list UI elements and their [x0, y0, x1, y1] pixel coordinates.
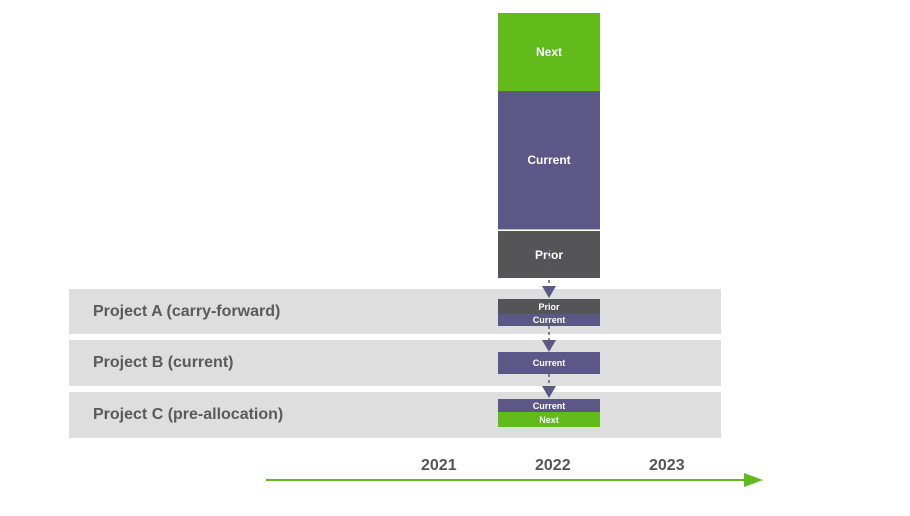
arrow-down-icon: [542, 386, 556, 398]
project-row-c: Project C (pre-allocation): [69, 392, 721, 438]
project-c-current-label: Current: [532, 400, 566, 411]
stack-current-label: Current: [527, 153, 571, 167]
project-a-prior-label: Prior: [538, 301, 560, 312]
project-a-current-label: Current: [532, 315, 566, 325]
year-2021: 2021: [421, 457, 457, 474]
project-b-current-block: Current: [498, 352, 600, 374]
stack-next-block: Next: [498, 13, 600, 91]
stack-next-label: Next: [535, 45, 562, 59]
project-a-current-block: Current: [498, 314, 600, 326]
project-c-label: Project C (pre-allocation): [93, 406, 284, 423]
project-b-label: Project B (current): [93, 354, 234, 371]
project-a-prior-block: Prior: [498, 299, 600, 314]
project-row-a: Project A (carry-forward): [69, 289, 721, 334]
arrow-down-icon: [542, 340, 556, 352]
year-2023: 2023: [649, 457, 685, 474]
project-b-current-label: Current: [532, 358, 566, 368]
project-a-label: Project A (carry-forward): [93, 302, 281, 320]
project-c-next-block: Next: [498, 412, 600, 427]
stack-prior-block: Prior: [498, 231, 600, 278]
year-2022: 2022: [535, 457, 571, 474]
project-c-next-label: Next: [539, 414, 559, 425]
stack-current-block: Current: [498, 91, 600, 230]
stack-prior-label: Prior: [534, 247, 563, 262]
project-row-b: Project B (current): [69, 340, 721, 386]
timeline-arrowhead-icon: [744, 473, 763, 487]
arrow-down-icon: [542, 286, 556, 298]
project-c-current-block: Current: [498, 399, 600, 412]
